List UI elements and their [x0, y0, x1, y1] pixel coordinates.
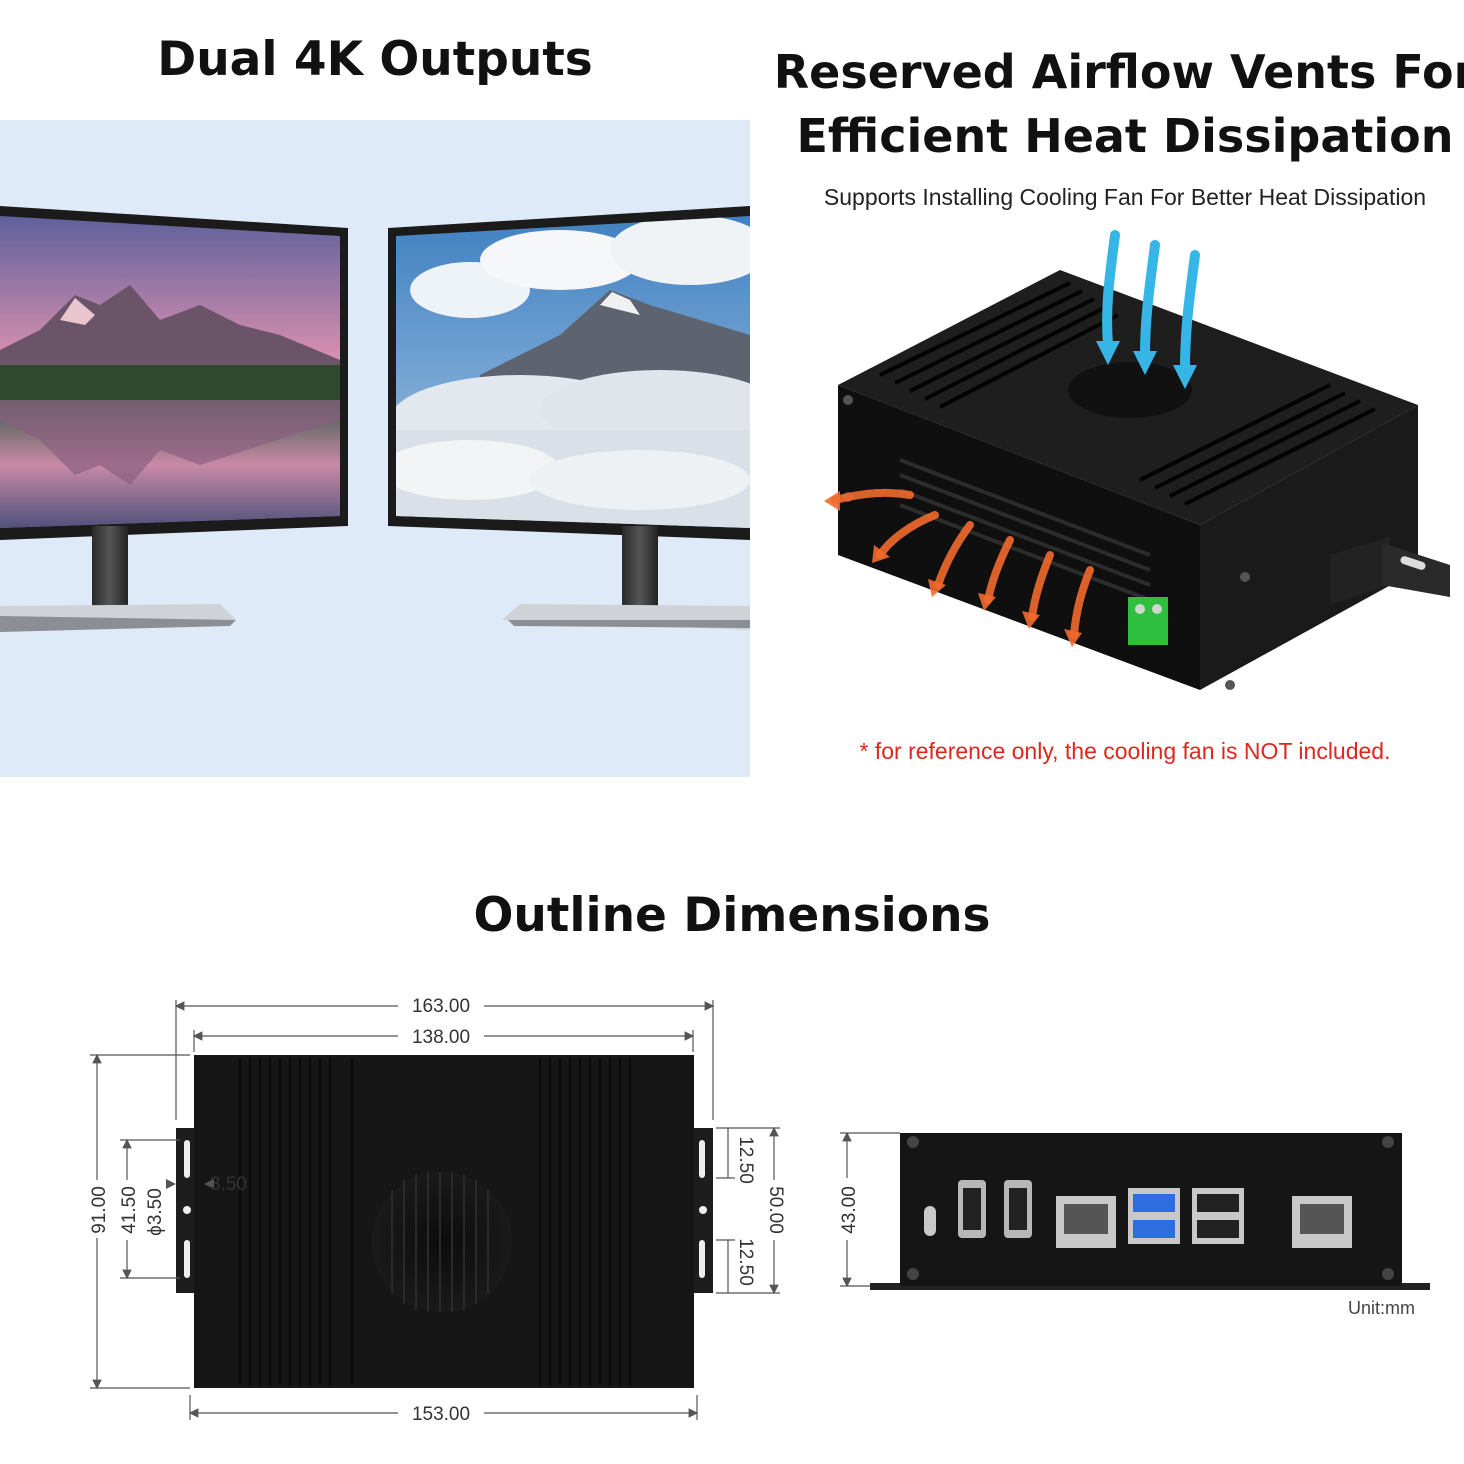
- cooling-fan-subtitle: Supports Installing Cooling Fan For Bett…: [823, 184, 1427, 210]
- outline-dimensions-heading: Outline Dimensions: [473, 888, 991, 943]
- fan-disclaimer-note: * for reference only, the cooling fan is…: [859, 738, 1391, 764]
- fan-grille: [1068, 362, 1192, 418]
- case-front: [838, 385, 1200, 690]
- dim-hole-diameter: ϕ3.50: [145, 1188, 166, 1236]
- dim-slot-upper: 12.50: [735, 1136, 756, 1184]
- dual-monitor-illustration: [0, 120, 750, 777]
- case-side: [1200, 405, 1418, 690]
- dim-slot-width: 3.50: [210, 1174, 247, 1195]
- airflow-outflow-arrows: [831, 488, 1094, 639]
- dim-front-height: 43.00: [839, 1186, 860, 1234]
- usb-c-port: [924, 1206, 936, 1236]
- dual-4k-heading: Dual 4K Outputs: [157, 32, 593, 87]
- front-view-case: [870, 1133, 1430, 1290]
- dim-side-span: 50.00: [765, 1186, 786, 1234]
- airflow-case-illustration: [770, 225, 1464, 725]
- dim-width-inner: 138.00: [412, 1027, 470, 1048]
- dim-width-outer: 163.00: [412, 996, 470, 1017]
- dim-height-total: 91.00: [89, 1186, 110, 1234]
- mount-bracket: [1330, 537, 1390, 605]
- right-monitor: [388, 206, 750, 630]
- dim-width-bottom: 153.00: [412, 1404, 470, 1425]
- left-monitor: [0, 206, 348, 632]
- airflow-inflow-arrows: [1102, 230, 1200, 375]
- airflow-vents-heading: Reserved Airflow Vents For Efficient Hea…: [770, 40, 1464, 168]
- dim-slot-lower: 12.50: [735, 1238, 756, 1286]
- power-terminal-block: [1128, 597, 1168, 645]
- top-view-case: [176, 1055, 713, 1388]
- dim-hole-spacing: 41.50: [119, 1186, 140, 1234]
- unit-label: Unit:mm: [1348, 1298, 1415, 1318]
- airflow-heading-line2: Efficient Heat Dissipation: [796, 109, 1454, 163]
- airflow-heading-line1: Reserved Airflow Vents For: [773, 45, 1464, 99]
